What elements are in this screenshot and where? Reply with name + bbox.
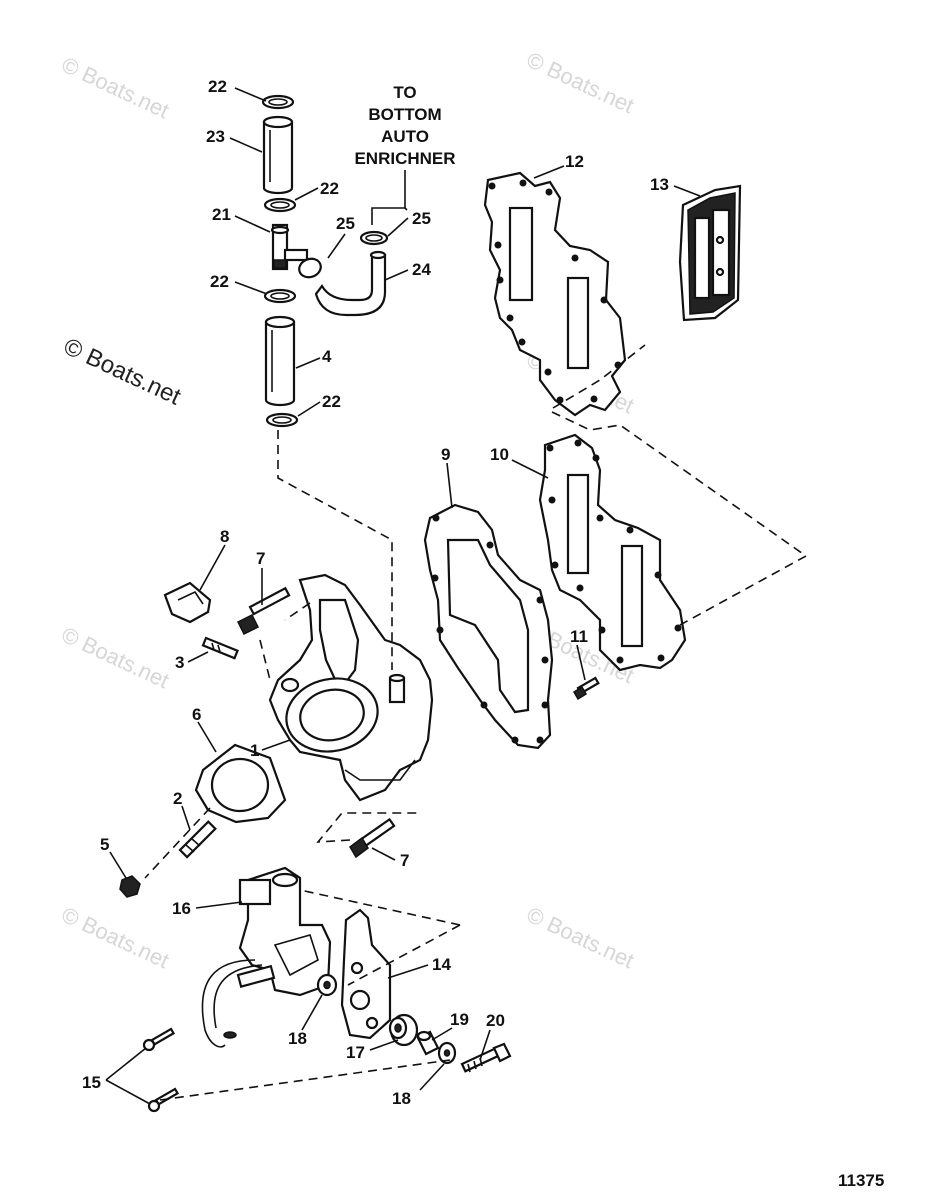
note-line-3: AUTO — [381, 127, 429, 146]
callout-12: 12 — [565, 152, 584, 171]
watermark: © Boats.net — [58, 902, 173, 973]
hose-clamp-22-top — [261, 94, 295, 110]
hose-23 — [262, 120, 294, 195]
tee-fitting-21 — [270, 223, 309, 271]
note-line-1: TO — [393, 83, 416, 102]
screws-15 — [142, 1027, 180, 1113]
callout-14: 14 — [432, 955, 451, 974]
bracket-14 — [340, 908, 392, 1040]
callout-18: 18 — [392, 1089, 411, 1108]
callout-16: 16 — [172, 899, 191, 918]
callout-11: 11 — [570, 627, 588, 646]
watermark: © Boats.net — [523, 47, 638, 118]
callout-9: 9 — [441, 445, 450, 464]
callout-25: 25 — [412, 209, 431, 228]
reed-block-13 — [678, 184, 742, 322]
leader-lines — [105, 87, 701, 1105]
callout-18: 18 — [288, 1029, 307, 1048]
washer-18-left — [316, 973, 338, 997]
screw-7-upper — [236, 586, 291, 636]
callout-labels: 22 23 22 21 25 25 22 24 4 22 12 13 9 10 … — [82, 77, 669, 1108]
grommet-17 — [388, 1013, 419, 1047]
hose-assembly — [261, 94, 389, 428]
callout-13: 13 — [650, 175, 669, 194]
gasket-12 — [483, 171, 627, 417]
callout-2: 2 — [173, 789, 182, 808]
callout-17: 17 — [346, 1043, 365, 1062]
washer-18-right — [437, 1041, 457, 1065]
callout-6: 6 — [192, 705, 201, 724]
gasket-10 — [538, 433, 687, 672]
watermark-dark: © Boats.net — [59, 333, 185, 411]
callout-3: 3 — [175, 653, 184, 672]
hose-clamp-25-left — [298, 257, 322, 279]
hose-clamp-22-bottom — [265, 412, 299, 428]
sleeve-19 — [416, 1030, 440, 1056]
callout-19: 19 — [450, 1010, 469, 1029]
screw-20 — [460, 1042, 512, 1073]
enrichment-valve-16 — [201, 866, 332, 1048]
stud-2 — [178, 820, 217, 859]
callout-22: 22 — [320, 179, 339, 198]
callout-24: 24 — [412, 260, 431, 279]
nut-5 — [119, 875, 141, 898]
callout-1: 1 — [250, 741, 259, 760]
callout-15: 15 — [82, 1073, 101, 1092]
screw-11 — [572, 676, 600, 701]
callout-22: 22 — [322, 392, 341, 411]
gasket-9 — [423, 503, 554, 750]
enrichner-note: TO BOTTOM AUTO ENRICHNER — [354, 83, 456, 225]
clip-8 — [163, 581, 212, 624]
note-line-4: ENRICHNER — [354, 149, 455, 168]
hose-clamp-22-lower — [263, 288, 297, 304]
screw-7-lower — [349, 817, 396, 859]
note-line-2: BOTTOM — [368, 105, 441, 124]
figure-number: 11375 — [838, 1171, 884, 1190]
callout-8: 8 — [220, 527, 229, 546]
watermark: © Boats.net — [58, 622, 173, 693]
callout-7: 7 — [400, 851, 409, 870]
callout-23: 23 — [206, 127, 225, 146]
intake-manifold-1 — [268, 573, 434, 802]
alignment-lines — [144, 344, 808, 1101]
watermark: © Boats.net — [523, 902, 638, 973]
callout-7: 7 — [256, 549, 265, 568]
callout-4: 4 — [322, 347, 332, 366]
callout-10: 10 — [490, 445, 509, 464]
callout-22: 22 — [210, 272, 229, 291]
hose-clamp-25-right — [359, 230, 389, 246]
stud-3 — [201, 636, 239, 660]
callout-5: 5 — [100, 835, 109, 854]
callout-21: 21 — [212, 205, 231, 224]
watermark: © Boats.net — [58, 52, 173, 123]
callout-20: 20 — [486, 1011, 505, 1030]
hose-4 — [264, 320, 296, 407]
callout-25: 25 — [336, 214, 355, 233]
gasket-6 — [194, 743, 287, 824]
elbow-hose-24 — [314, 253, 387, 317]
callout-22: 22 — [208, 77, 227, 96]
hose-clamp-22-upper — [263, 197, 297, 213]
